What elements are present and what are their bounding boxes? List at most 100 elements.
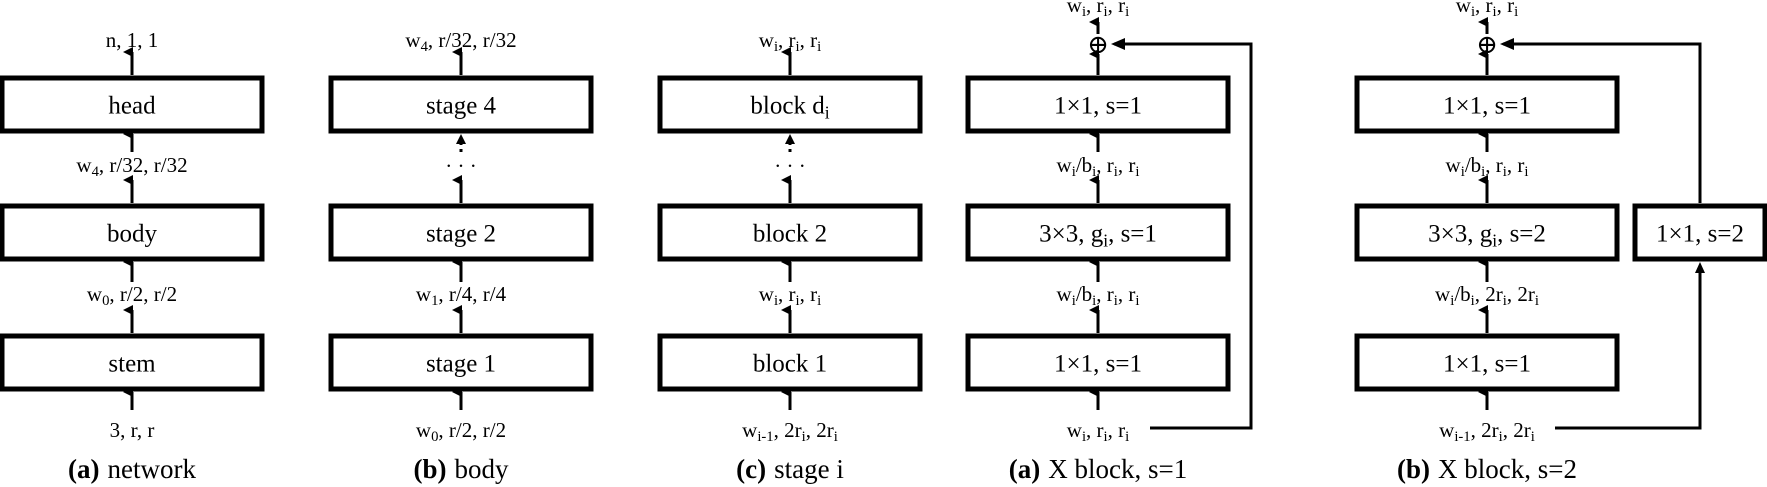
xblock_s1-box-2-frame	[965, 203, 1231, 262]
subscript: i	[1493, 4, 1497, 20]
text-segment: w	[416, 282, 432, 306]
text-segment: , r	[778, 282, 796, 306]
xblock_s1-box-3-frame	[965, 333, 1231, 392]
stage-box-1: block di	[657, 75, 923, 134]
text-segment: , r/4, r/4	[438, 282, 506, 306]
xblock_s1-box-1: 1×1, s=1	[965, 75, 1231, 134]
text-segment: , r/32, r/32	[428, 28, 517, 52]
stage-box-2-label: block 2	[753, 221, 827, 248]
ellipsis: · · ·	[774, 154, 805, 178]
subscript: i	[817, 293, 821, 309]
text-segment: /b	[1076, 282, 1092, 306]
text-segment: 1×1, s=2	[1656, 221, 1744, 248]
subscript: i	[1135, 293, 1139, 309]
text-segment: , r	[1118, 282, 1136, 306]
xblock_s1-box-3-label: 1×1, s=1	[1054, 351, 1142, 378]
text-segment: block 2	[753, 221, 827, 248]
body-box-2-label: stage 2	[426, 221, 496, 248]
subscript: 1	[431, 293, 438, 309]
network-caption: (a)network	[68, 454, 196, 484]
caption-tag: (b)	[1397, 454, 1430, 484]
xblock_s1-mid-label-lower: wi/bi, ri, ri	[1057, 282, 1140, 309]
stage-output-label: wi, ri, ri	[759, 28, 821, 55]
subscript: i	[1125, 4, 1129, 20]
network-mid-label-lower: w0, r/2, r/2	[87, 282, 177, 309]
text-segment: , 2r	[1507, 282, 1535, 306]
text-segment: 1×1, s=1	[1443, 351, 1531, 378]
caption-text: X block, s=2	[1438, 454, 1577, 484]
xblock_s1-caption: (a)X block, s=1	[1009, 454, 1187, 484]
text-segment: 3, r, r	[110, 418, 155, 442]
text-segment: , s=1	[1108, 221, 1157, 248]
text-segment: , r	[1096, 282, 1114, 306]
stage-box-1-label: block di	[750, 93, 829, 123]
subscript: i	[1492, 231, 1497, 251]
text-segment: head	[108, 93, 156, 120]
text-segment: , r/32, r/32	[99, 153, 188, 177]
text-segment: , 2r	[774, 418, 802, 442]
body-mid-label-lower: w1, r/4, r/4	[416, 282, 507, 309]
subscript: i	[1103, 231, 1108, 251]
stage-box-3-label: block 1	[753, 351, 827, 378]
shortcut-arrowhead	[1500, 38, 1514, 50]
text-segment: w	[1439, 418, 1455, 442]
subscript: i	[774, 293, 778, 309]
projection-shortcut-box-label: 1×1, s=2	[1656, 221, 1744, 248]
stage-input-label: wi-1, 2ri, 2ri	[742, 418, 838, 445]
xblock_s1-box-2: 3×3, gi, s=1	[965, 203, 1231, 262]
body-caption: (b)body	[414, 454, 510, 484]
body-box-2: stage 2	[328, 203, 594, 262]
xblock_s2-box-2: 3×3, gi, s=2	[1354, 203, 1620, 262]
xblock_s2-box-2-label: 3×3, gi, s=2	[1428, 221, 1546, 251]
xblock_s1-box-2-label: 3×3, gi, s=1	[1039, 221, 1157, 251]
subscript: i-1	[757, 429, 773, 445]
sum-icon: ⊕	[1476, 30, 1498, 59]
text-segment: stage 2	[426, 221, 496, 248]
xblock_s2-mid-label-lower: wi/bi, 2ri, 2ri	[1435, 282, 1539, 309]
xblock_s2-box-3: 1×1, s=1	[1354, 333, 1620, 392]
xblock_s1-box-3: 1×1, s=1	[965, 333, 1231, 392]
text-segment: , r	[1096, 153, 1114, 177]
text-segment: , r/2, r/2	[109, 282, 177, 306]
caption-text: body	[455, 454, 510, 484]
text-segment: , r	[1118, 153, 1136, 177]
text-segment: stem	[108, 351, 156, 378]
text-segment: , r	[1507, 153, 1525, 177]
shortcut-output-line	[1503, 42, 1702, 203]
text-segment: 1×1, s=1	[1054, 351, 1142, 378]
subscript: i	[1450, 293, 1454, 309]
xblock_s2-mid-label-upper: wi/bi, ri, ri	[1446, 153, 1529, 180]
body-box-1-label: stage 4	[426, 93, 497, 120]
subscript: i	[834, 429, 838, 445]
network-box-2-label: body	[107, 221, 158, 248]
body-box-3: stage 1	[328, 333, 594, 392]
xblock_s1-box-1-label: 1×1, s=1	[1054, 93, 1142, 120]
xblock_s2-box-1-label: 1×1, s=1	[1443, 93, 1531, 120]
text-segment: w	[759, 28, 775, 52]
identity-shortcut-line	[1114, 42, 1253, 430]
text-segment: stage 4	[426, 93, 497, 120]
network-input-label: 3, r, r	[110, 418, 155, 442]
projection-shortcut-box: 1×1, s=2	[1632, 203, 1767, 262]
subscript: i	[1082, 429, 1086, 445]
text-segment: block d	[750, 93, 825, 120]
xblock_s1-box-1-frame	[965, 75, 1231, 134]
text-segment: /b	[1454, 282, 1470, 306]
xblock_s2-caption: (b) X block, s=2	[1397, 454, 1577, 484]
subscript: i	[796, 293, 800, 309]
text-segment: w	[759, 282, 775, 306]
subscript: i	[1114, 293, 1118, 309]
xblock_s2-box-3-label: 1×1, s=1	[1443, 351, 1531, 378]
subscript: i	[1524, 164, 1528, 180]
text-segment: w	[76, 153, 92, 177]
body-box-1-frame	[328, 75, 594, 134]
text-segment: , r	[1108, 418, 1126, 442]
network-output-label: n, 1, 1	[106, 28, 159, 52]
text-segment: w	[1456, 0, 1472, 17]
text-segment: , 2r	[806, 418, 834, 442]
text-segment: w	[1067, 0, 1083, 17]
caption-tag: (a)	[1009, 454, 1040, 484]
xblock_s1-output-label: wi, ri, ri	[1067, 0, 1129, 20]
dotted-flow-arrowhead	[785, 134, 795, 144]
network-mid-label-upper: w4, r/32, r/32	[76, 153, 187, 180]
